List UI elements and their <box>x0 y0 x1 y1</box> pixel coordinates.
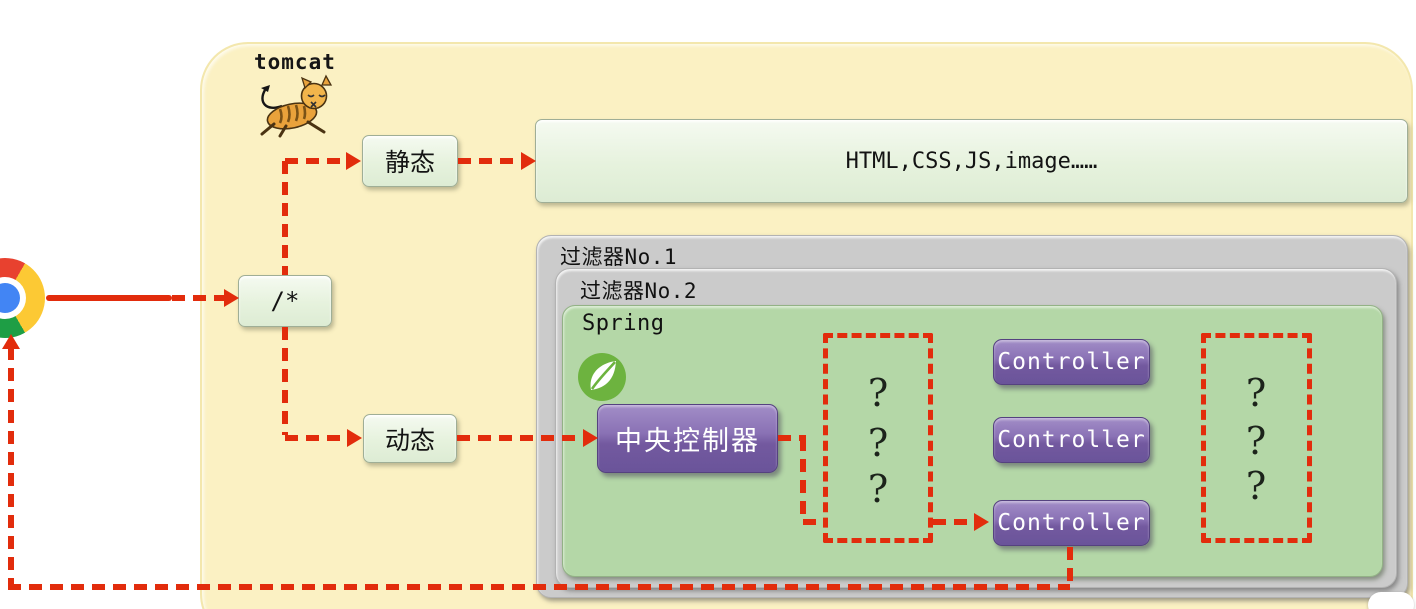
line-pattern-up <box>282 161 288 275</box>
arrowhead-to-controller3 <box>974 513 989 531</box>
arrowhead-to-url-pattern <box>224 289 239 307</box>
arrowhead-to-resources <box>521 152 536 170</box>
line-to-dynamic <box>285 435 347 441</box>
unknown-right-rect <box>1201 333 1312 543</box>
line-response-left-up <box>8 347 14 587</box>
line-into-unknown-rect <box>803 519 823 525</box>
controller-3: Controller <box>993 500 1150 546</box>
question-mark: ? <box>1245 371 1267 415</box>
central-controller: 中央控制器 <box>597 404 778 473</box>
arrowhead-to-browser <box>2 334 20 349</box>
controller-1: Controller <box>993 339 1150 385</box>
node-static: 静态 <box>362 135 458 187</box>
node-dynamic: 动态 <box>363 414 457 463</box>
arrowhead-to-central <box>583 429 598 447</box>
tomcat-cat-icon <box>250 74 336 140</box>
question-mark: ? <box>867 371 889 415</box>
chrome-icon <box>0 258 45 338</box>
line-dynamic-to-central <box>457 435 583 441</box>
line-response-bottom <box>8 584 1070 590</box>
spring-panel <box>562 305 1383 577</box>
unknown-left-rect <box>823 333 933 543</box>
line-to-static <box>285 158 346 164</box>
line-out-of-unknown-rect <box>933 519 974 525</box>
controller-2: Controller <box>993 417 1150 463</box>
question-mark: ? <box>1245 419 1267 463</box>
line-browser-request-solid <box>46 295 172 301</box>
line-static-to-resources <box>458 158 521 164</box>
question-mark: ? <box>867 421 889 465</box>
arrowhead-to-static <box>346 152 361 170</box>
line-browser-request-dash <box>172 295 224 301</box>
line-central-down <box>800 438 806 522</box>
filter-2-label: 过滤器No.2 <box>580 279 698 303</box>
spring-leaf-icon <box>578 353 626 401</box>
line-pattern-down <box>282 327 288 435</box>
question-mark: ? <box>867 467 889 511</box>
arrowhead-to-dynamic <box>347 429 362 447</box>
tomcat-container-label: tomcat <box>254 50 336 74</box>
node-static-resources: HTML,CSS,JS,image…… <box>535 119 1408 203</box>
spring-label: Spring <box>582 311 665 336</box>
question-mark: ? <box>1245 464 1267 508</box>
corner-decoration <box>1368 592 1414 609</box>
node-url-pattern: /* <box>238 275 332 327</box>
filter-1-label: 过滤器No.1 <box>560 245 678 269</box>
line-controller3-down <box>1067 547 1073 587</box>
line-central-out <box>778 435 806 441</box>
